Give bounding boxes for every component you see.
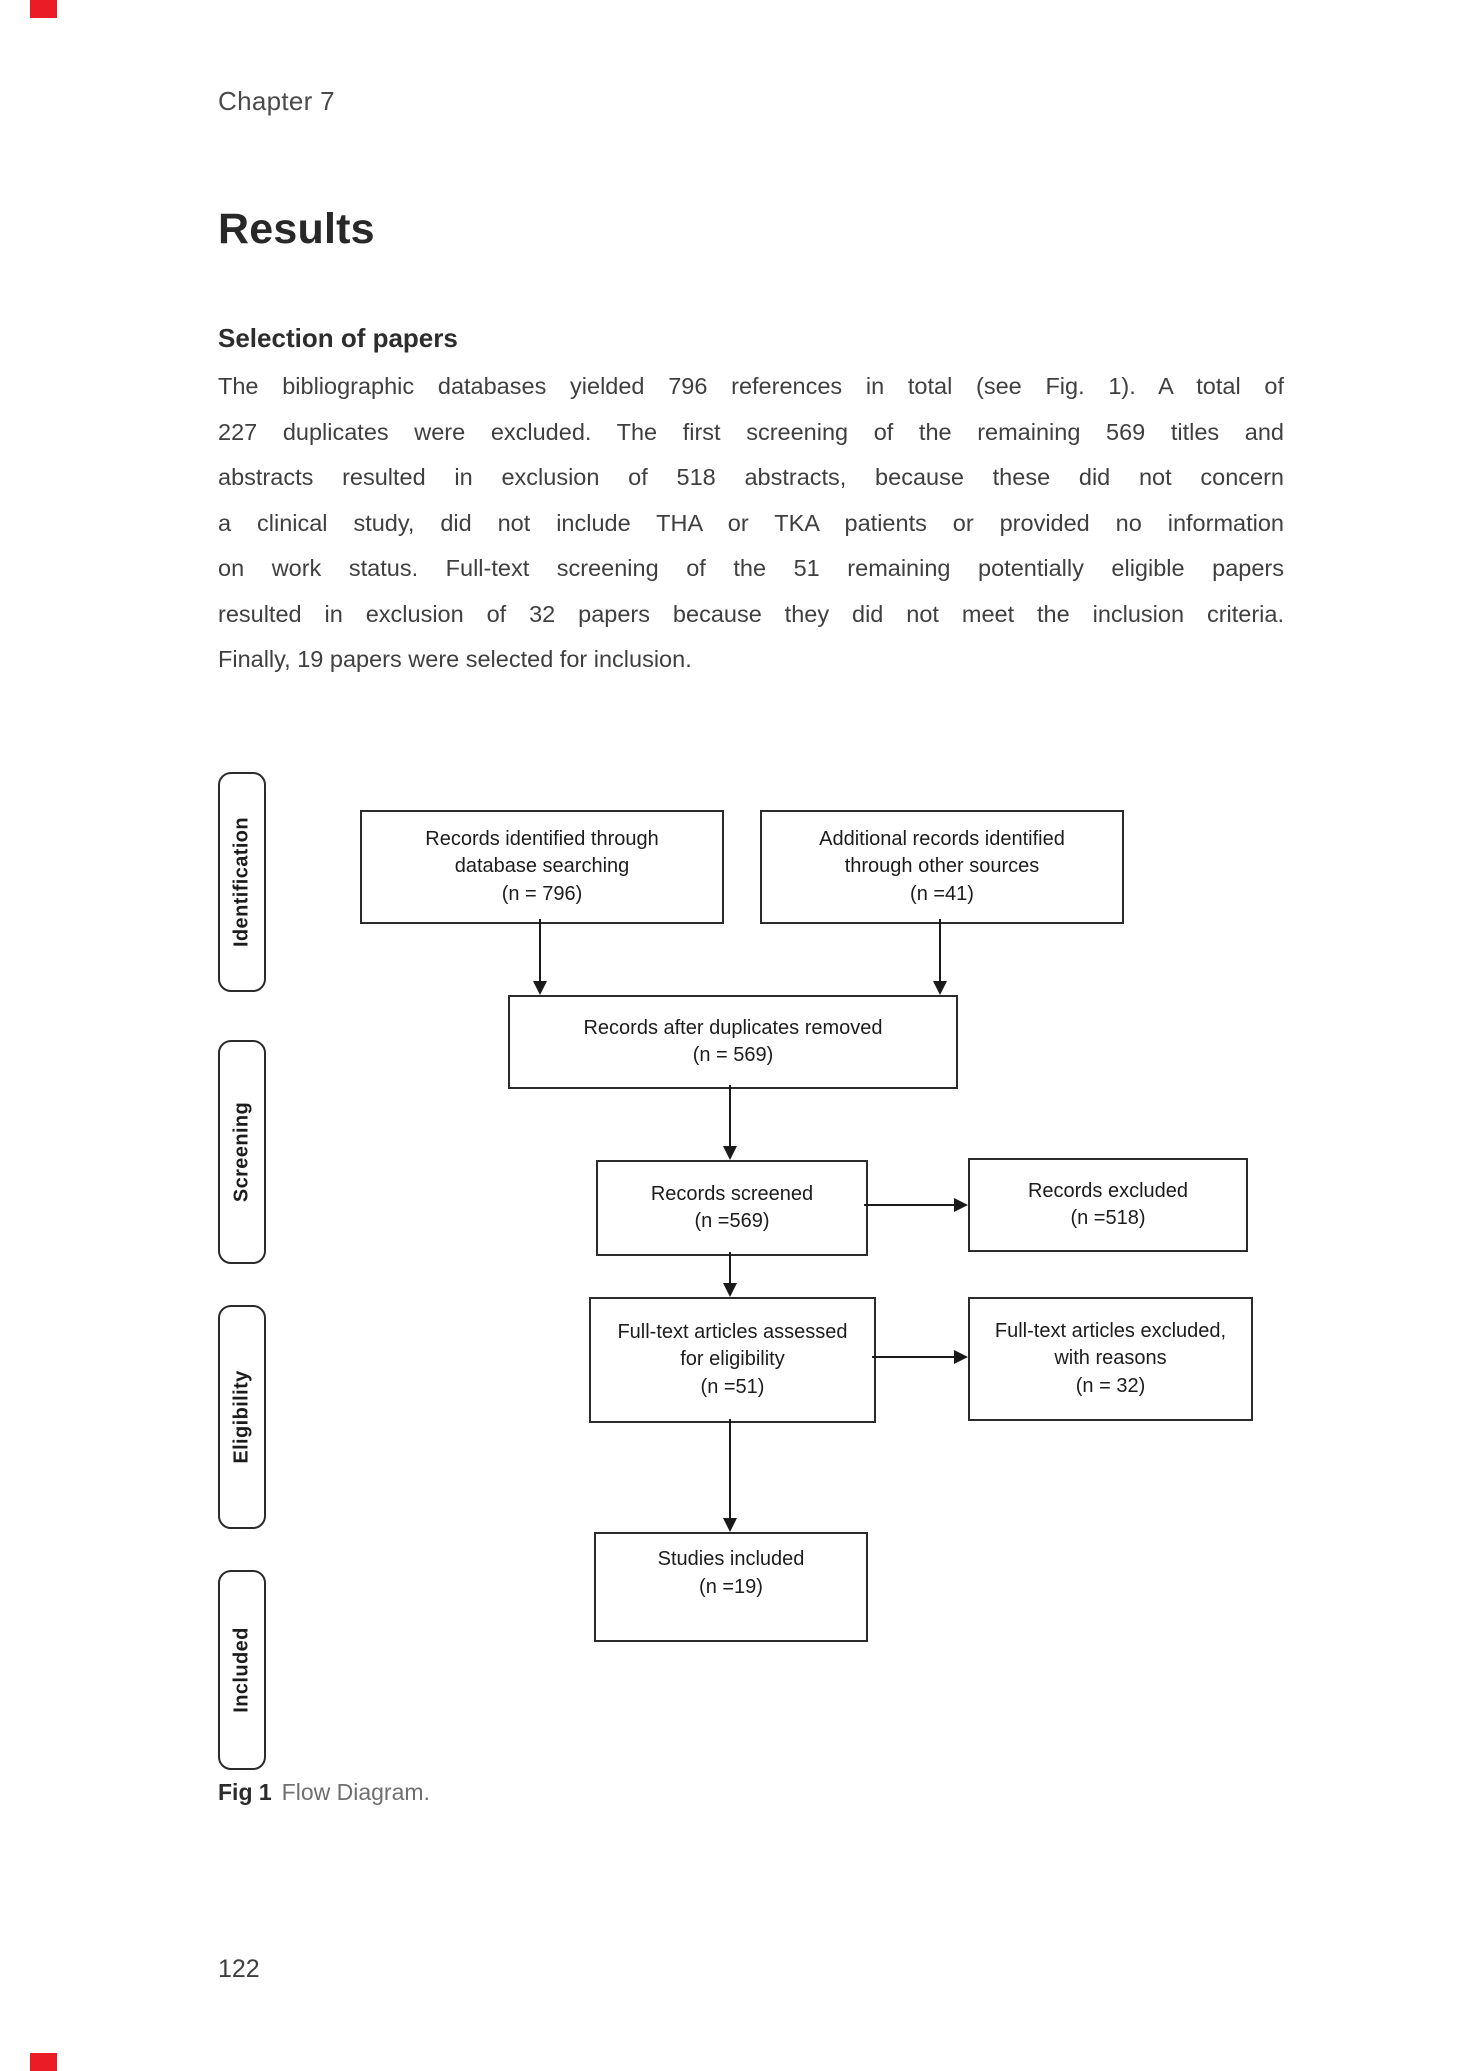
stage-tab-screening: Screening (218, 1040, 266, 1264)
box-line: (n =19) (699, 1575, 763, 1598)
body-line: The bibliographic databases yielded 796 … (218, 373, 1284, 399)
caption-label: Fig 1 (218, 1779, 272, 1805)
box-line: Additional records identified (819, 827, 1065, 850)
flow-box-records-identified: Records identified through database sear… (360, 810, 724, 924)
flow-box-records-excluded: Records excluded (n =518) (968, 1158, 1248, 1252)
stage-label: Included (230, 1627, 253, 1713)
box-line: (n =569) (694, 1210, 770, 1232)
arrowhead-down-icon (723, 1518, 737, 1532)
body-paragraph: The bibliographic databases yielded 796 … (218, 364, 1284, 683)
box-line: with reasons (1054, 1347, 1167, 1370)
arrowhead-right-icon (954, 1350, 968, 1364)
box-line: Records screened (650, 1182, 814, 1205)
arrowhead-down-icon (723, 1283, 737, 1297)
flow-box-additional-records: Additional records identified through ot… (760, 810, 1124, 924)
chapter-header: Chapter 7 (218, 86, 335, 116)
body-line: resulted in exclusion of 32 papers becau… (218, 600, 1284, 627)
body-line: abstracts resulted in exclusion of 518 a… (218, 464, 1284, 490)
print-mark-bottom (30, 2053, 57, 2071)
figure-caption: Fig 1 Flow Diagram. (218, 1779, 430, 1806)
body-line: Finally, 19 papers were selected for inc… (218, 646, 692, 672)
box-line: through other sources (844, 855, 1040, 878)
stage-tab-included: Included (218, 1570, 266, 1770)
box-line: Records after duplicates removed (583, 1016, 883, 1039)
print-mark-top (30, 0, 57, 18)
body-line: on work status. Full-text screening of t… (218, 555, 1284, 581)
arrow-line (539, 919, 541, 982)
arrowhead-right-icon (954, 1198, 968, 1212)
arrow-line (729, 1419, 731, 1519)
box-line: (n =518) (1070, 1207, 1146, 1229)
box-line: for eligibility (680, 1348, 785, 1371)
stage-label: Screening (230, 1101, 253, 1203)
box-line: (n = 569) (692, 1044, 774, 1066)
subsection-heading: Selection of papers (218, 323, 458, 353)
stage-label: Identification (230, 816, 253, 948)
box-line: database searching (454, 855, 630, 878)
arrow-line (939, 919, 941, 982)
box-line: (n =51) (700, 1375, 765, 1398)
arrowhead-down-icon (533, 981, 547, 995)
results-heading: Results (218, 205, 375, 253)
body-line: a clinical study, did not include THA or… (218, 509, 1284, 536)
caption-text: Flow Diagram. (281, 1779, 430, 1805)
box-line: Records identified through (425, 827, 659, 850)
flow-box-duplicates-removed: Records after duplicates removed (n = 56… (508, 995, 958, 1089)
box-line: Records excluded (1027, 1179, 1189, 1202)
flow-box-studies-included: Studies included (n =19) (594, 1532, 868, 1642)
box-line: (n =41) (910, 882, 974, 905)
arrow-line (729, 1085, 731, 1147)
arrow-line (872, 1356, 955, 1358)
box-line: Studies included (657, 1548, 805, 1570)
stage-tab-eligibility: Eligibility (218, 1305, 266, 1529)
body-line: 227 duplicates were excluded. The first … (218, 418, 1284, 445)
page-number: 122 (218, 1955, 260, 1983)
box-line: Full-text articles excluded, (994, 1319, 1227, 1342)
arrow-line (864, 1204, 955, 1206)
arrow-line (729, 1252, 731, 1284)
box-line: (n = 796) (501, 882, 583, 905)
box-line: Full-text articles assessed (617, 1320, 848, 1343)
flow-box-fulltext-assessed: Full-text articles assessed for eligibil… (589, 1297, 876, 1423)
flow-box-fulltext-excluded: Full-text articles excluded, with reason… (968, 1297, 1253, 1421)
box-line: (n = 32) (1075, 1374, 1146, 1397)
stage-tab-identification: Identification (218, 772, 266, 992)
arrowhead-down-icon (723, 1146, 737, 1160)
stage-label: Eligibility (230, 1370, 253, 1464)
arrowhead-down-icon (933, 981, 947, 995)
flow-box-records-screened: Records screened (n =569) (596, 1160, 868, 1256)
